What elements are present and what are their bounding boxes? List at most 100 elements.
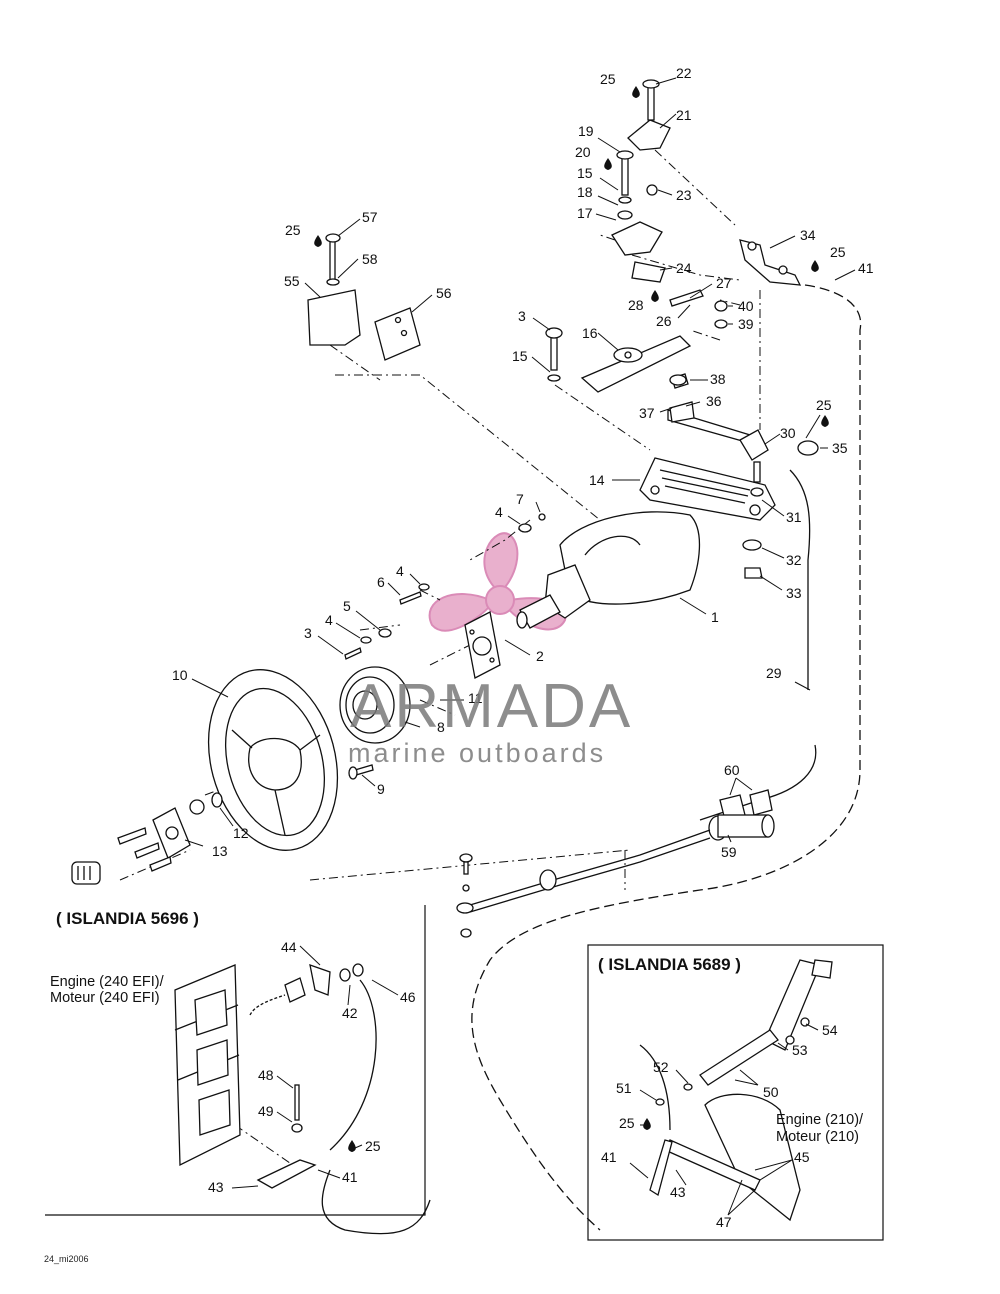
callout-52: 52: [653, 1059, 669, 1075]
droplet-icon: [811, 260, 819, 272]
callout-57: 57: [362, 209, 378, 225]
callout-56: 56: [436, 285, 452, 301]
part-2-flange: [464, 611, 501, 679]
callout-numbers: 25 22 21 19 20 15 23 18 17 24 27 28 26 4…: [172, 65, 874, 1230]
engine-240-efi-block: [174, 964, 241, 1167]
callout-12: 12: [233, 825, 249, 841]
callout-48: 48: [258, 1067, 274, 1083]
callout-4: 4: [325, 612, 333, 628]
callout-25: 25: [365, 1138, 381, 1154]
engine-label-right-1: Engine (210)/: [776, 1112, 864, 1128]
callout-24: 24: [676, 260, 692, 276]
drop-icons: [314, 86, 829, 1152]
watermark-tagline: marine outboards: [348, 738, 606, 768]
callout-47: 47: [716, 1214, 732, 1230]
callout-53: 53: [792, 1042, 808, 1058]
callout-49: 49: [258, 1103, 274, 1119]
droplet-icon: [314, 235, 322, 247]
callout-14: 14: [589, 472, 605, 488]
part-16-base-plate: [545, 327, 692, 393]
callout-41: 41: [858, 260, 874, 276]
callout-25: 25: [816, 397, 832, 413]
callout-43: 43: [670, 1184, 686, 1200]
callout-41: 41: [342, 1169, 358, 1185]
callout-35: 35: [832, 440, 848, 456]
callout-29: 29: [766, 665, 782, 681]
callout-5: 5: [343, 598, 351, 614]
droplet-icon: [651, 290, 659, 302]
inset-title-left: ( ISLANDIA 5696 ): [56, 909, 199, 928]
throttle-bracket-assembly: [611, 79, 802, 329]
cables: [321, 284, 862, 1235]
callout-25: 25: [600, 71, 616, 87]
part-59-60-clamp: [456, 789, 775, 938]
droplet-icon: [632, 86, 640, 98]
callout-46: 46: [400, 989, 416, 1005]
callout-3: 3: [304, 625, 312, 641]
callout-36: 36: [706, 393, 722, 409]
callout-59: 59: [721, 844, 737, 860]
parts-11-12-13: [71, 792, 223, 885]
callout-40: 40: [738, 298, 754, 314]
callout-38: 38: [710, 371, 726, 387]
callout-42: 42: [342, 1005, 358, 1021]
callout-26: 26: [656, 313, 672, 329]
inset-islandia-5689: [587, 944, 884, 1241]
engine-label-right-2: Moteur (210): [776, 1129, 859, 1145]
part-10-steering-wheel: [207, 669, 339, 851]
callout-9: 9: [377, 781, 385, 797]
callout-37: 37: [639, 405, 655, 421]
callout-34: 34: [800, 227, 816, 243]
callout-15: 15: [512, 348, 528, 364]
small-hardware: [344, 513, 546, 660]
callout-6: 6: [377, 574, 385, 590]
callout-27: 27: [716, 275, 732, 291]
callout-39: 39: [738, 316, 754, 332]
inset-title-right: ( ISLANDIA 5689 ): [598, 955, 741, 974]
callout-11: 11: [468, 690, 483, 706]
callout-45: 45: [794, 1149, 810, 1165]
part-30-36-linkage: [667, 374, 819, 579]
callout-18: 18: [577, 184, 593, 200]
callout-43: 43: [208, 1179, 224, 1195]
droplet-icon: [821, 415, 829, 427]
droplet-icon: [604, 158, 612, 170]
engine-label-left-2: Moteur (240 EFI): [50, 990, 160, 1006]
callout-55: 55: [284, 273, 300, 289]
callout-32: 32: [786, 552, 802, 568]
callout-54: 54: [822, 1022, 838, 1038]
callout-25: 25: [285, 222, 301, 238]
callout-25: 25: [830, 244, 846, 260]
part-1-steering-housing: [516, 511, 701, 629]
inset-islandia-5696: [45, 905, 426, 1216]
engine-label-left-1: Engine (240 EFI)/: [50, 974, 165, 990]
part-55-56-bracket: [307, 233, 421, 361]
callout-21: 21: [676, 107, 692, 123]
callout-30: 30: [780, 425, 796, 441]
droplet-icon: [643, 1118, 651, 1130]
callout-7: 7: [516, 491, 524, 507]
watermark-brand: ARMADA: [350, 672, 633, 741]
callout-1: 1: [711, 609, 719, 625]
callout-41: 41: [601, 1149, 617, 1165]
callout-25: 25: [619, 1115, 635, 1131]
part-14-throttle-plate: [639, 457, 776, 521]
callout-16: 16: [582, 325, 598, 341]
callout-2: 2: [536, 648, 544, 664]
part-8-hub: [339, 666, 411, 780]
drawing-code: 24_mi2006: [44, 1254, 89, 1264]
droplet-icon: [348, 1140, 356, 1152]
callout-44: 44: [281, 939, 297, 955]
callout-33: 33: [786, 585, 802, 601]
callout-10: 10: [172, 667, 188, 683]
callout-51: 51: [616, 1080, 632, 1096]
callout-28: 28: [628, 297, 644, 313]
callout-15: 15: [577, 165, 593, 181]
callout-4: 4: [495, 504, 503, 520]
callout-22: 22: [676, 65, 692, 81]
callout-19: 19: [578, 123, 594, 139]
callout-4: 4: [396, 563, 404, 579]
callout-3: 3: [518, 308, 526, 324]
callout-60: 60: [724, 762, 740, 778]
